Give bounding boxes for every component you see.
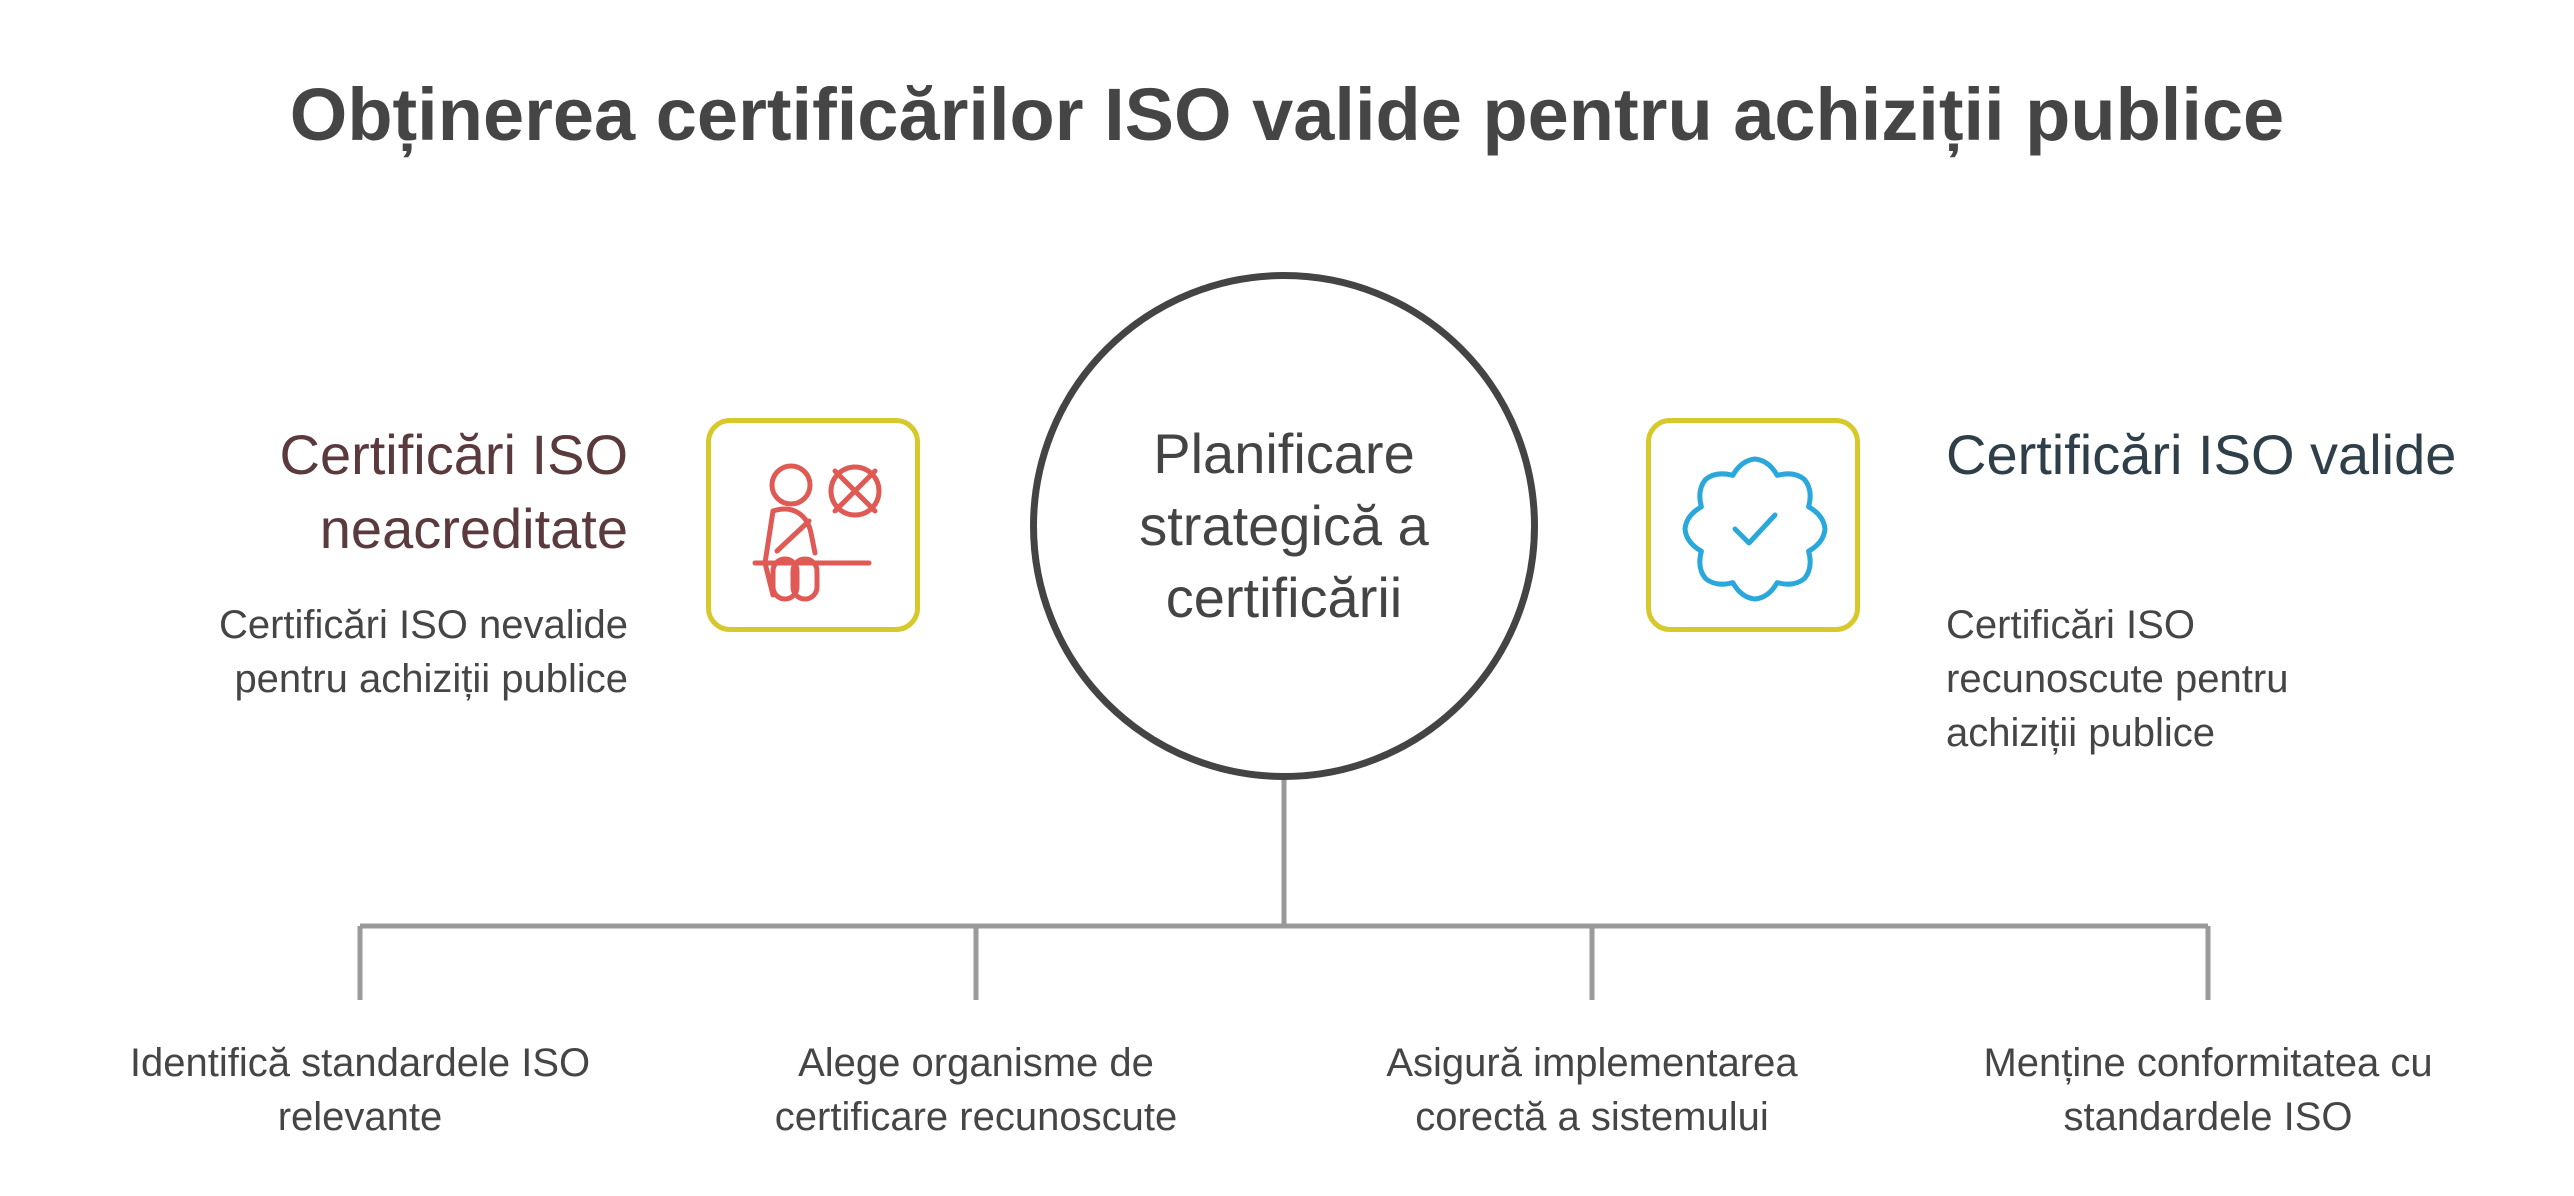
left-icon-box [706, 418, 920, 632]
step-identify-standards: Identifică standardele ISO relevante [129, 1041, 591, 1139]
step-ensure-implementation: Asigură implementarea corectă a sistemul… [1386, 1041, 1798, 1139]
center-circle: Planificare strategică a certificării [1030, 272, 1538, 780]
center-label: Planificare strategică a certificării [1139, 422, 1429, 629]
left-description: Certificări ISO nevalide pentru achiziți… [218, 603, 628, 701]
rejected-person-icon [752, 463, 882, 602]
left-title: Certificări ISO neacreditate [279, 423, 629, 560]
right-description: Certificări ISO recunoscute pentru achiz… [1946, 603, 2289, 755]
right-title: Certificări ISO valide [1946, 423, 2457, 486]
verified-badge-icon [1682, 456, 1828, 602]
step-maintain-compliance: Menține conformitatea cu standardele ISO [1983, 1041, 2433, 1139]
step-choose-bodies: Alege organisme de certificare recunoscu… [774, 1041, 1178, 1139]
page-title: Obținerea certificărilor ISO valide pent… [289, 73, 2285, 156]
right-icon-box [1646, 418, 1860, 632]
